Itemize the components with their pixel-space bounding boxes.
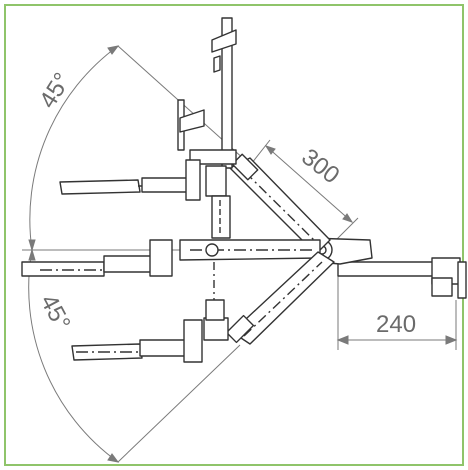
arrow-head xyxy=(107,453,120,463)
post-top xyxy=(211,17,237,169)
tray-middle xyxy=(21,239,173,277)
angle-arc-top xyxy=(29,45,119,251)
arrow-head xyxy=(28,239,36,252)
arrow-head xyxy=(28,248,36,261)
arm-drawing xyxy=(21,17,467,363)
tray-upper xyxy=(59,159,201,201)
arm-middle xyxy=(179,239,321,261)
tray-lower xyxy=(71,319,203,363)
joint-middle xyxy=(205,165,231,239)
base-bracket xyxy=(337,257,467,299)
base-length-dimension xyxy=(336,262,458,350)
angle-extension-bottom xyxy=(117,344,241,463)
base-length-label: 240 xyxy=(376,311,416,338)
joint-lower xyxy=(203,262,229,341)
angle-arc-bottom xyxy=(28,249,119,463)
figure-border xyxy=(4,4,464,466)
arrow-head xyxy=(107,45,120,55)
arm-upper xyxy=(229,153,331,255)
arm-lower xyxy=(225,251,335,345)
post-second xyxy=(177,99,237,165)
